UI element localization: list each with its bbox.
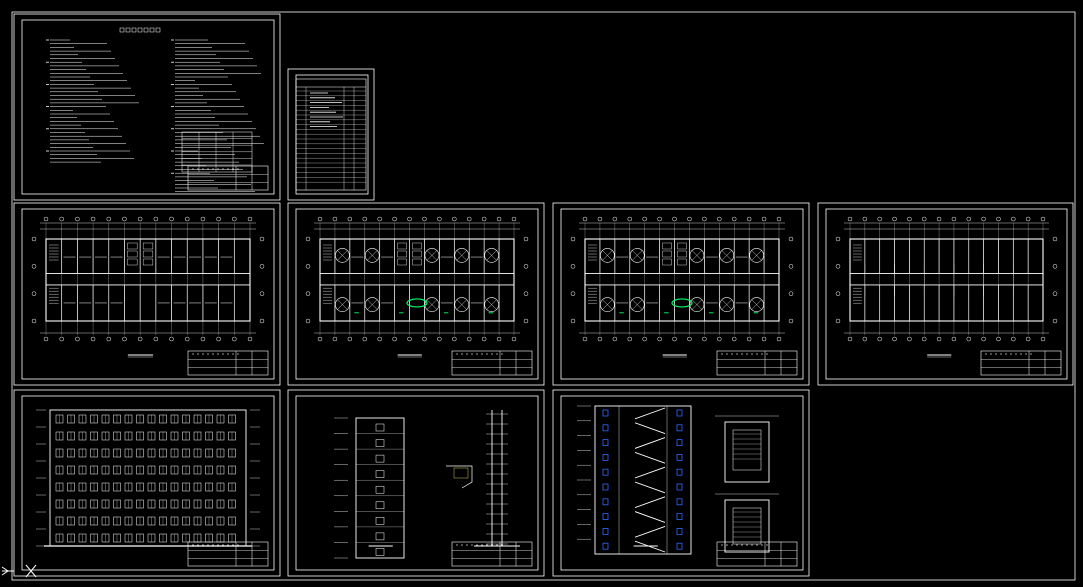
drawing-sheet-plan-1[interactable] <box>13 202 281 386</box>
drawing-sheet-notes[interactable] <box>13 13 281 201</box>
drawing-sheet-elevation-front[interactable] <box>13 389 281 577</box>
drawing-sheet-stair-section[interactable] <box>552 389 810 577</box>
drawing-sheet-plan-roof[interactable] <box>817 202 1074 386</box>
ucs-axis-icon <box>1 564 37 578</box>
drawing-sheet-plan-3[interactable] <box>552 202 810 386</box>
drawing-sheet-plan-2[interactable] <box>287 202 545 386</box>
drawing-sheet-index[interactable] <box>287 68 375 201</box>
drawing-sheet-elevation-side[interactable] <box>287 389 545 577</box>
